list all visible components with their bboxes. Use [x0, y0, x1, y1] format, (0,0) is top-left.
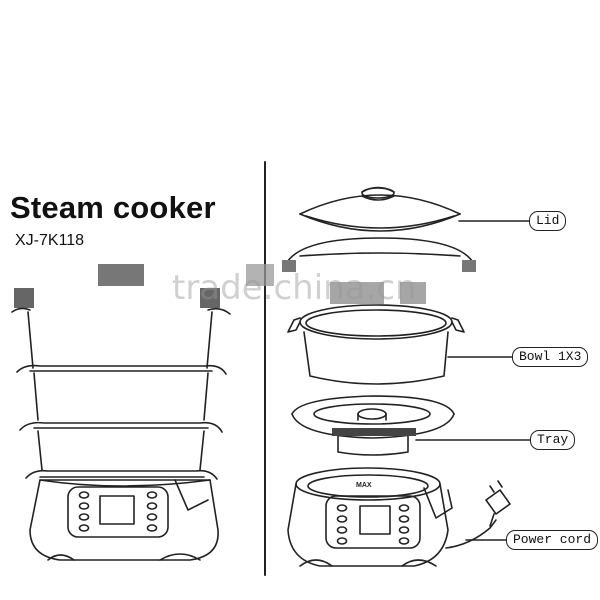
base-display-screen — [359, 505, 391, 535]
base-part — [287, 467, 511, 567]
display-screen — [99, 495, 135, 525]
tray-part — [291, 395, 455, 456]
right-handle-top — [200, 288, 220, 308]
assembled-cooker — [11, 264, 231, 561]
max-marking: MAX — [356, 482, 372, 489]
right-buttons — [146, 491, 158, 532]
base-control-panel — [325, 495, 421, 549]
lid-part — [299, 186, 461, 232]
bowl-part — [287, 304, 465, 385]
rim-ring — [282, 237, 476, 272]
control-panel — [67, 486, 169, 538]
left-buttons — [78, 491, 90, 532]
bowl-label: Bowl 1X3 — [512, 347, 589, 367]
power-cord-label: Power cord — [506, 530, 599, 550]
lid-label: Lid — [529, 211, 567, 231]
watermark-text: trade.china.cn — [172, 268, 417, 308]
left-handle-top — [14, 288, 34, 308]
top-rim-bar — [98, 264, 144, 286]
product-title: Steam cooker — [10, 190, 216, 225]
model-number: XJ-7K118 — [15, 232, 85, 249]
tray-label: Tray — [530, 430, 576, 450]
